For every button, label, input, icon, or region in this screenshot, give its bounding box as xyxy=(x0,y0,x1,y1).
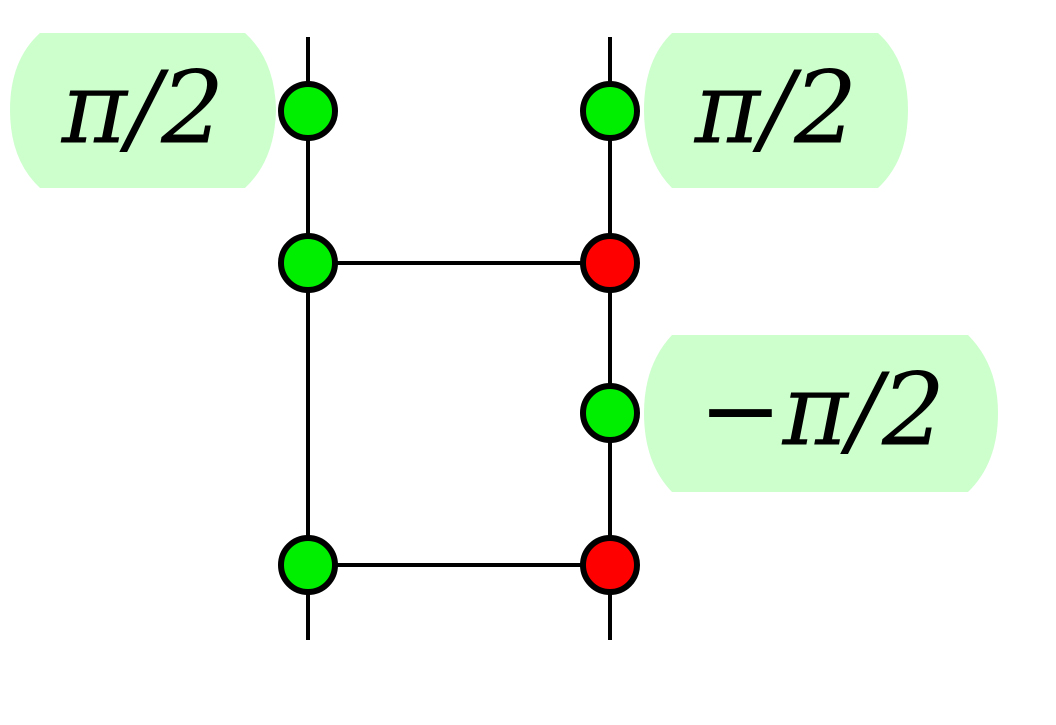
phase-label-right-top: π/2 xyxy=(693,50,857,167)
green-spider-right-middle xyxy=(580,383,640,443)
green-spider-right-top xyxy=(580,81,640,141)
green-spider-left-top xyxy=(278,81,338,141)
phase-label-bg-right-middle xyxy=(644,335,998,492)
red-spider-right-upper xyxy=(580,233,640,293)
red-spider-right-lower xyxy=(580,535,640,595)
phase-label-bg-left-top xyxy=(10,33,276,188)
phase-label-left-top: π/2 xyxy=(60,50,224,167)
green-spider-left-lower xyxy=(278,535,338,595)
phase-label-right-middle: −π/2 xyxy=(699,352,946,469)
green-spider-left-upper xyxy=(278,233,338,293)
phase-label-bg-right-top xyxy=(644,33,908,188)
